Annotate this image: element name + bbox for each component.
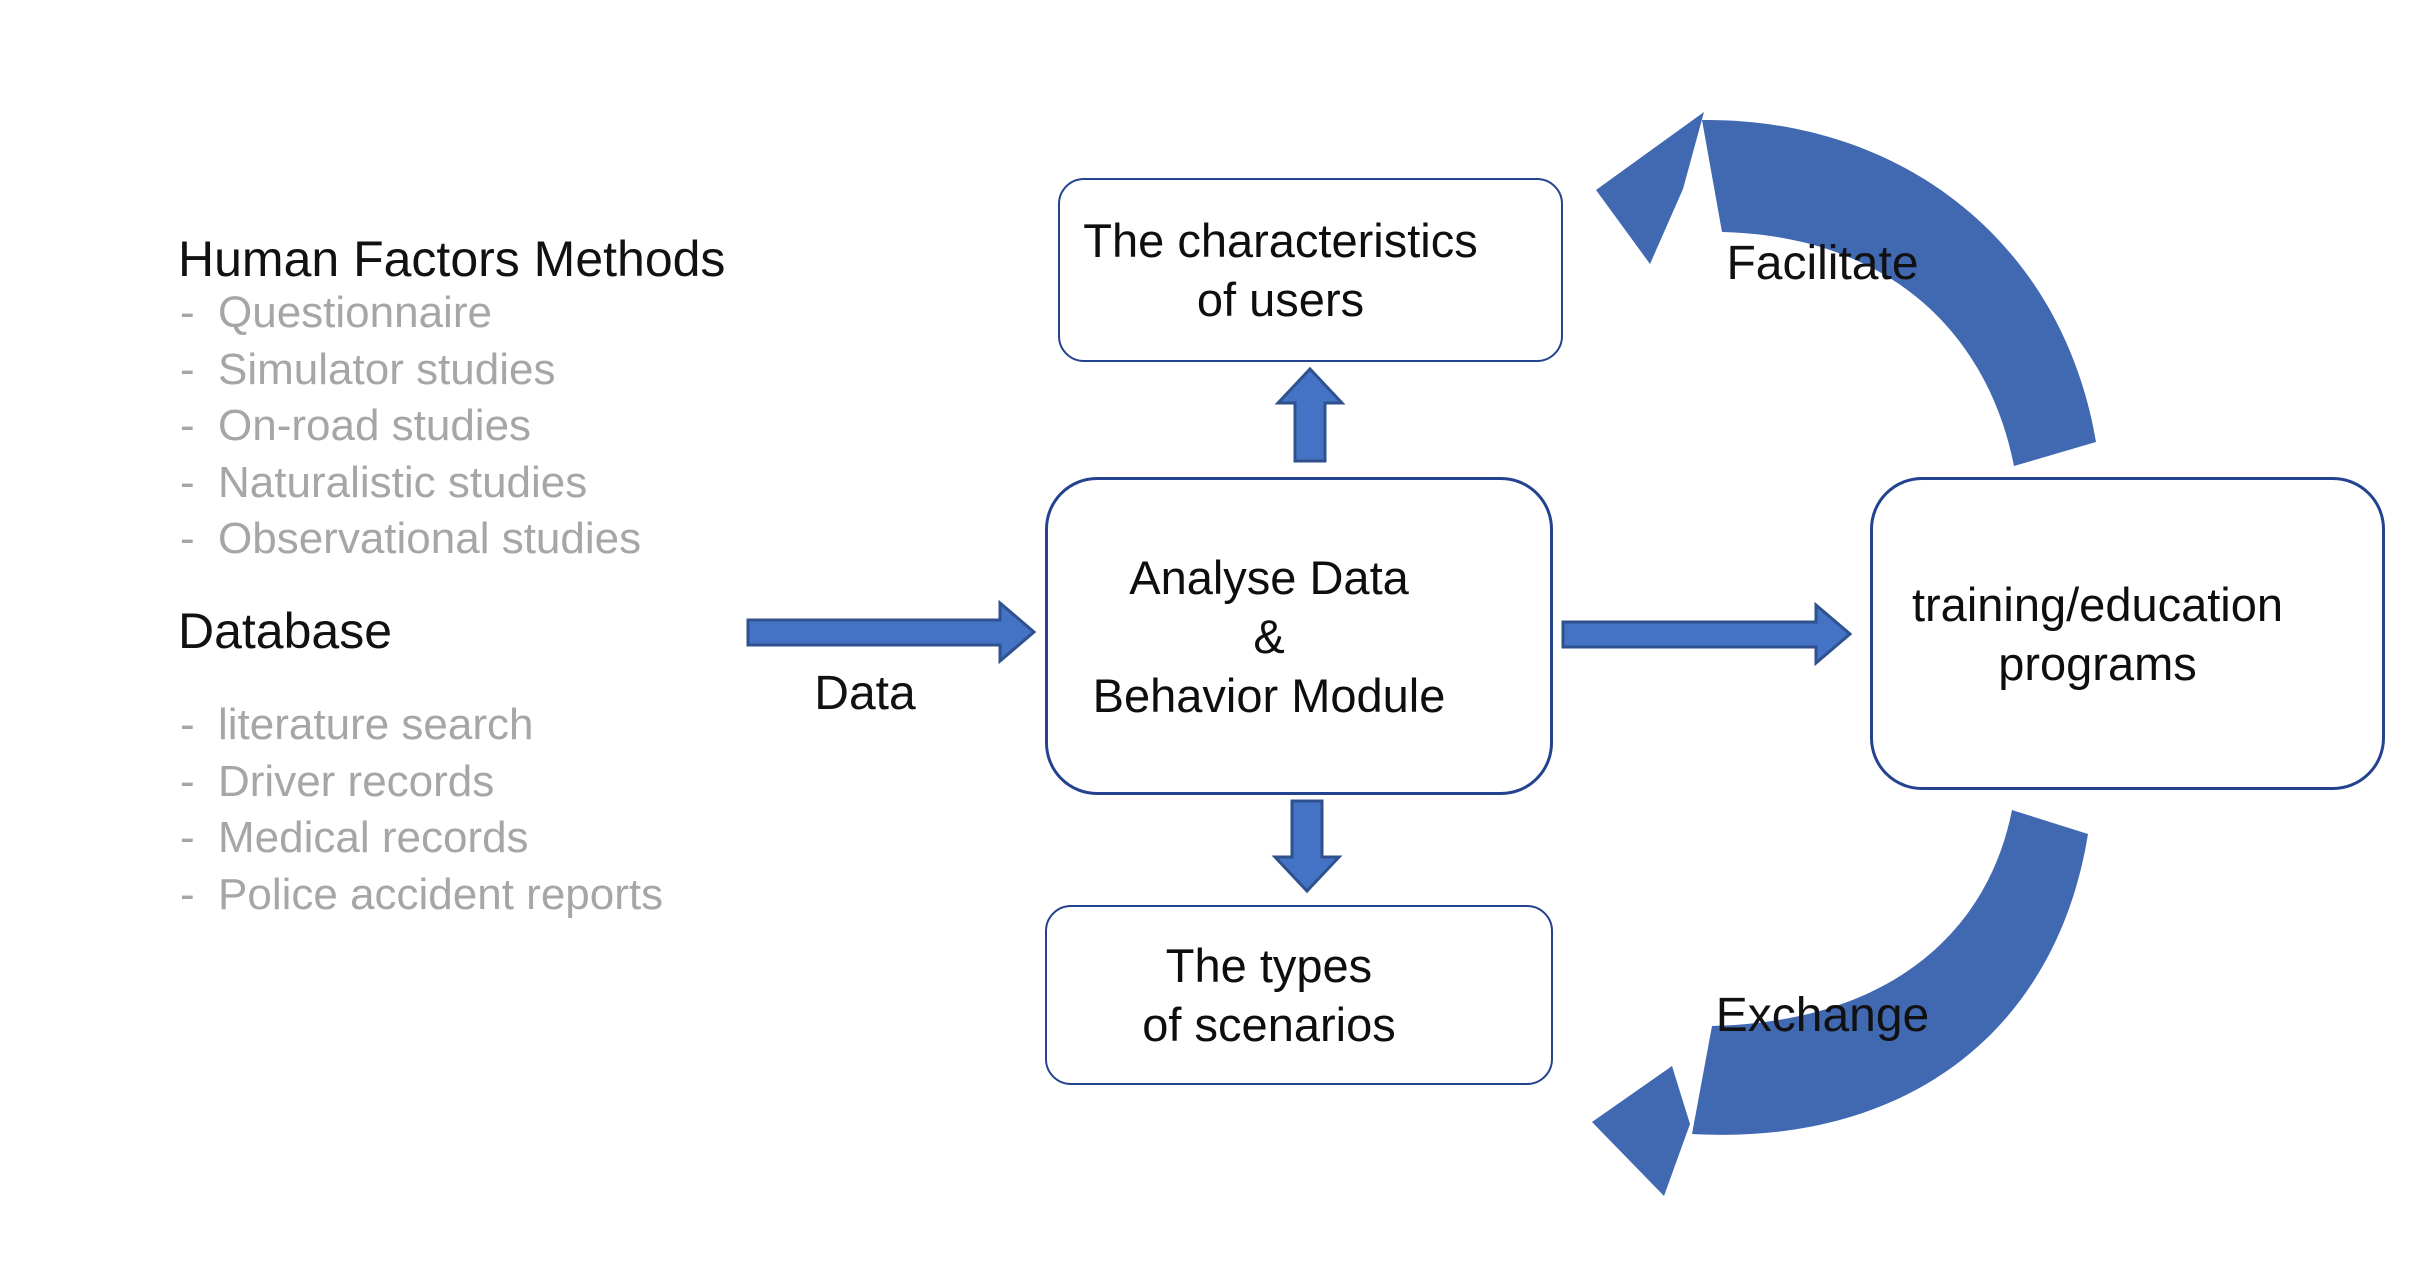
list-item-label: Simulator studies [218, 344, 556, 394]
dash-bullet: - [180, 401, 195, 450]
node-label-line: The characteristics [1083, 214, 1478, 267]
node-label-line: The types [1165, 939, 1373, 992]
node-label-line: of scenarios [1142, 998, 1396, 1051]
exchange-flow-label: Exchange [1715, 989, 1930, 1042]
facilitate-flow-label: Facilitate [1726, 237, 1919, 290]
list-item-label: On-road studies [218, 401, 532, 450]
data-flow-label: Data [814, 667, 916, 720]
up-arrow [1274, 366, 1346, 463]
data-arrow [746, 599, 1037, 665]
facilitate-curved-arrow [1596, 112, 2096, 466]
database-list: - literature search - Driver records - M… [180, 700, 663, 926]
node-types-of-scenarios: The types of scenarios [1045, 905, 1553, 1085]
list-item-label: Medical records [218, 813, 529, 862]
methods-list: - Questionnaire - Simulator studies - On… [180, 288, 641, 571]
list-item-label: literature search [218, 700, 534, 749]
list-item: - Police accident reports [180, 870, 663, 927]
list-item: - Medical records [180, 813, 663, 870]
dash-bullet: - [180, 288, 195, 337]
dash-bullet: - [180, 344, 195, 394]
list-item: - Naturalistic studies [180, 458, 641, 515]
node-label-line: Analyse Data [1129, 550, 1409, 604]
list-item-label: Police accident reports [218, 869, 664, 919]
down-arrow [1271, 799, 1343, 894]
node-training-education-programs: training/education programs [1870, 477, 2385, 790]
list-item: - Questionnaire [180, 288, 641, 345]
methods-list-title: Human Factors Methods [178, 231, 726, 287]
node-label-line: training/education [1911, 577, 2284, 631]
list-item-label: Observational studies [218, 514, 642, 563]
dash-bullet: - [180, 756, 195, 806]
list-item: - Simulator studies [180, 345, 641, 402]
node-label-line: programs [1998, 636, 2197, 690]
list-item-label: Driver records [218, 756, 495, 806]
dash-bullet: - [180, 514, 195, 563]
node-label-line: Behavior Module [1092, 668, 1446, 722]
node-label-line: & [1253, 609, 1285, 663]
to-training-arrow [1561, 601, 1853, 667]
node-characteristics-of-users: The characteristics of users [1058, 178, 1563, 362]
list-item-label: Naturalistic studies [218, 457, 588, 507]
database-list-title: Database [178, 603, 393, 659]
dash-bullet: - [180, 813, 195, 862]
list-item-label: Questionnaire [218, 288, 492, 337]
list-item: - Observational studies [180, 514, 641, 571]
dash-bullet: - [180, 700, 195, 749]
node-label-line: of users [1196, 273, 1365, 326]
list-item: - Driver records [180, 757, 663, 814]
exchange-curved-arrow [1592, 810, 2088, 1196]
node-analyse-data-behavior-module: Analyse Data & Behavior Module [1045, 477, 1553, 795]
dash-bullet: - [180, 457, 195, 507]
dash-bullet: - [180, 869, 195, 919]
list-item: - On-road studies [180, 401, 641, 458]
list-item: - literature search [180, 700, 663, 757]
